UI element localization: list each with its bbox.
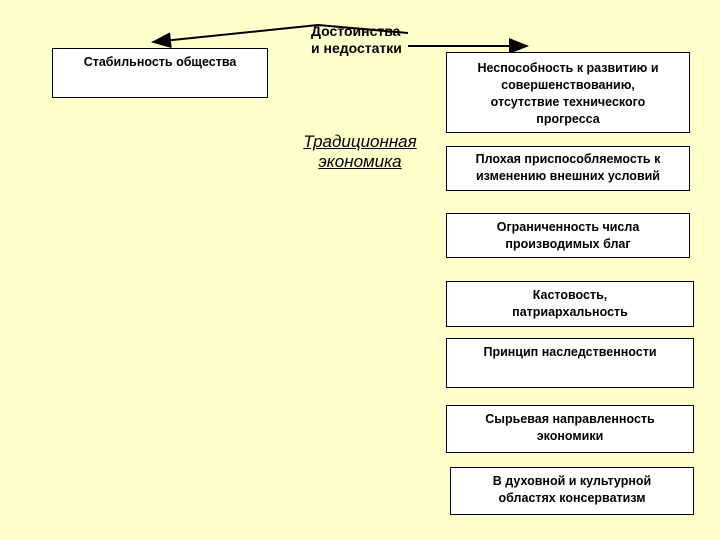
disadvantage-box-1: Неспособность к развитию и совершенствов… <box>446 52 690 133</box>
header-label: Достоинства и недостатки <box>311 23 402 57</box>
box-line: Неспособность к развитию и <box>477 61 659 75</box>
disadvantage-box-2: Плохая приспособляемость к изменению вне… <box>446 146 690 191</box>
box-line: производимых благ <box>505 236 631 251</box>
advantage-text: Стабильность общества <box>83 55 237 69</box>
box-line: прогресса <box>536 111 600 126</box>
box-line: экономики <box>536 428 604 443</box>
central-title: Традиционная экономика <box>290 132 430 171</box>
disadvantage-box-4: Кастовость, патриархальность <box>446 281 694 327</box>
advantage-box: Стабильность общества <box>52 48 268 98</box>
box-line: совершенствованию, <box>501 77 635 92</box>
disadvantage-box-7: В духовной и культурной областях консерв… <box>450 467 694 515</box>
box-line: Плохая приспособляемость к <box>475 152 661 166</box>
box-line: Ограниченность числа <box>496 220 640 234</box>
arrow-to-advantages <box>151 24 319 49</box>
title-line2: экономика <box>318 151 402 171</box>
title-line1: Традиционная <box>303 132 417 151</box>
header-line1: Достоинства <box>311 23 401 39</box>
disadvantage-box-5: Принцип наследственности <box>446 338 694 388</box>
disadvantage-box-6: Сырьевая направленность экономики <box>446 405 694 453</box>
disadvantage-box-3: Ограниченность числа производимых благ <box>446 213 690 258</box>
box-line: Кастовость, <box>532 288 608 302</box>
box-line: патриархальность <box>512 304 628 319</box>
header-line2: и недостатки <box>311 39 402 56</box>
box-line: Принцип наследственности <box>483 345 657 359</box>
box-line: областях консерватизм <box>498 490 646 505</box>
box-line: Сырьевая направленность <box>485 412 655 426</box>
box-line: изменению внешних условий <box>476 168 660 183</box>
box-line: отсутствие технического <box>490 94 646 109</box>
box-line: В духовной и культурной <box>492 474 652 488</box>
